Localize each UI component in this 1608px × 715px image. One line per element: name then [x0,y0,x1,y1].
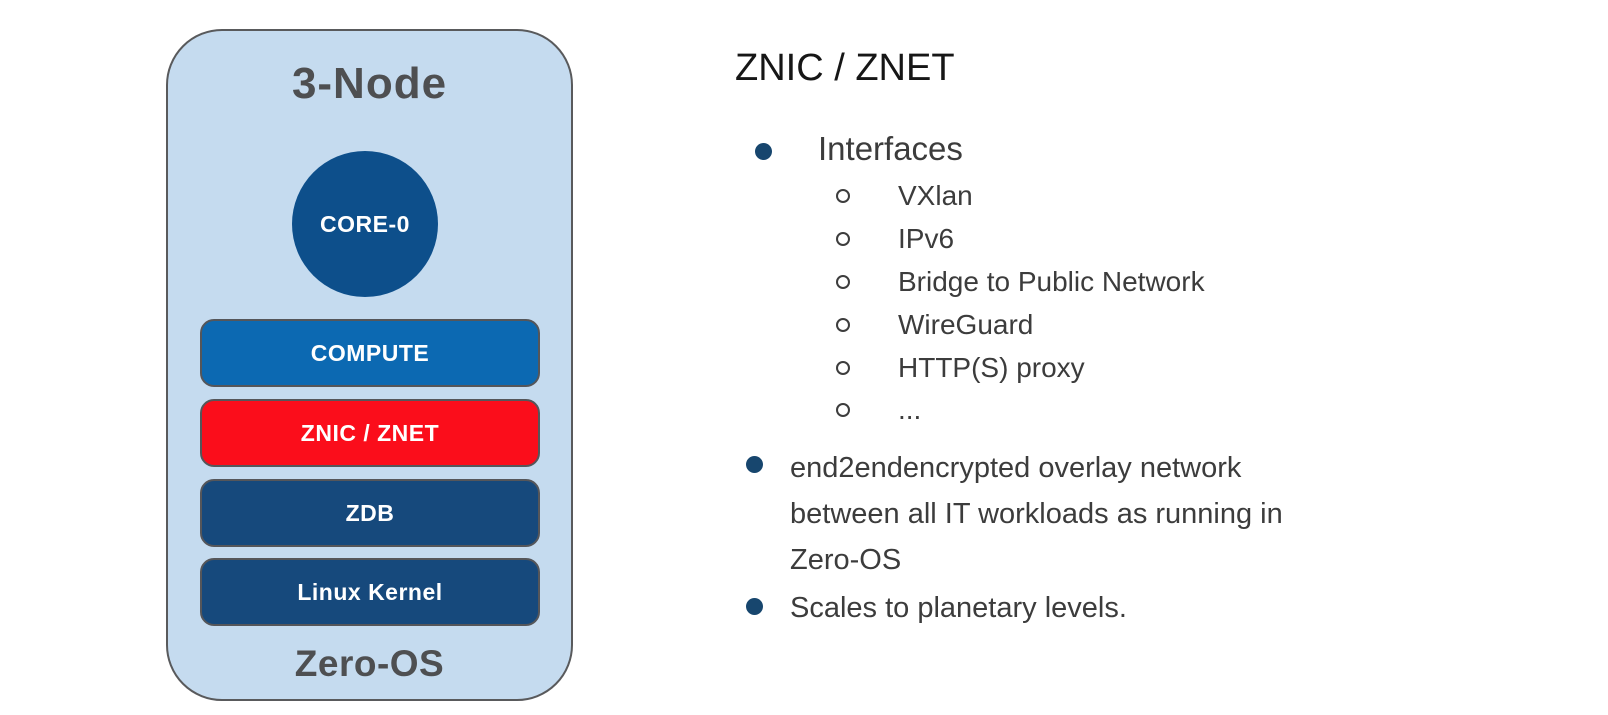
subitem-vxlan: VXlan [898,180,973,211]
circle-outline-icon [836,189,850,203]
subitem-http-proxy: HTTP(S) proxy [898,352,1085,383]
diagram-title: 3-Node [291,59,448,108]
subitem-ellipsis: ... [898,394,922,425]
block-znic-znet: ZNIC / ZNET [200,399,540,467]
bullet-line: between all IT workloads as running in [790,498,1283,530]
page-title: ZNIC / ZNET [735,47,955,89]
bullet-line: end2endencrypted overlay network [790,452,1242,484]
diagram-footer: Zero-OS [294,643,445,684]
core-0-label: CORE-0 [320,210,410,237]
bullet-end2end-encrypted: end2endencrypted overlay network between… [790,445,1283,583]
circle-outline-icon [836,361,850,375]
circle-outline-icon [836,403,850,417]
bullet-scales: Scales to planetary levels. [790,592,1127,624]
bullet-line: Zero-OS [790,544,902,576]
circle-outline-icon [836,275,850,289]
subitem-ipv6: IPv6 [898,223,955,254]
circle-outline-icon [836,318,850,332]
bullet-dot-icon [755,143,772,160]
circle-outline-icon [836,232,850,246]
subitem-bridge: Bridge to Public Network [898,266,1205,297]
bullet-dot-icon [746,456,763,473]
block-zdb: ZDB [200,479,540,547]
subitem-wireguard: WireGuard [898,309,1034,340]
bullet-dot-icon [746,598,763,615]
core-0-circle: CORE-0 [292,151,438,297]
block-compute: COMPUTE [200,319,540,387]
three-node-container: 3-Node CORE-0 COMPUTE ZNIC / ZNET ZDB Li… [166,29,573,701]
bullet-interfaces: Interfaces [818,130,963,167]
block-linux-kernel: Linux Kernel [200,558,540,626]
